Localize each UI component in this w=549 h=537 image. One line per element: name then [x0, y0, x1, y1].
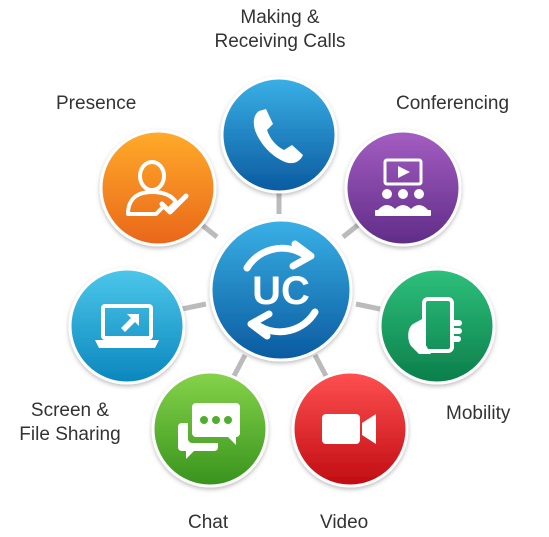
connector-screen	[181, 301, 207, 312]
conference-icon	[375, 158, 431, 216]
label-chat: Chat	[188, 511, 228, 535]
label-conferencing: Conferencing	[396, 92, 509, 116]
center-label: UC	[252, 269, 310, 313]
label-screen-line2: File Sharing	[19, 424, 121, 445]
node-video	[291, 370, 409, 488]
connector-video	[312, 353, 330, 380]
mobile-hand-icon	[408, 297, 462, 354]
connector-mobility	[355, 301, 381, 312]
cycle-arrows-icon	[243, 240, 319, 340]
video-camera-icon	[322, 414, 376, 444]
node-mobility	[378, 267, 496, 385]
label-presence-line1: Presence	[56, 93, 137, 114]
label-calls-line1: Making &	[240, 7, 320, 28]
label-calls: Making & Receiving Calls	[200, 6, 360, 54]
connector-conferencing	[341, 223, 360, 239]
label-screen-line1: Screen &	[30, 400, 110, 421]
label-screen: Screen & File Sharing	[10, 399, 130, 447]
label-calls-line2: Receiving Calls	[214, 31, 346, 52]
label-video: Video	[320, 511, 368, 535]
node-center: UC	[209, 218, 353, 362]
label-video-line1: Video	[320, 512, 369, 533]
connector-presence	[200, 223, 219, 239]
chat-bubbles-icon	[178, 403, 240, 459]
laptop-share-icon	[95, 304, 159, 348]
label-mobility: Mobility	[446, 402, 510, 426]
user-check-icon	[126, 160, 189, 216]
node-conferencing	[344, 129, 462, 247]
node-screen	[68, 267, 186, 385]
label-presence: Presence	[56, 92, 136, 116]
node-chat	[151, 370, 269, 488]
connectors	[181, 192, 381, 380]
phone-icon	[253, 109, 303, 164]
label-mobility-line1: Mobility	[446, 403, 511, 424]
connector-chat	[230, 353, 248, 380]
node-presence	[99, 129, 217, 247]
node-calls	[220, 76, 338, 194]
label-chat-line1: Chat	[188, 512, 229, 533]
label-conferencing-line1: Conferencing	[396, 93, 510, 114]
